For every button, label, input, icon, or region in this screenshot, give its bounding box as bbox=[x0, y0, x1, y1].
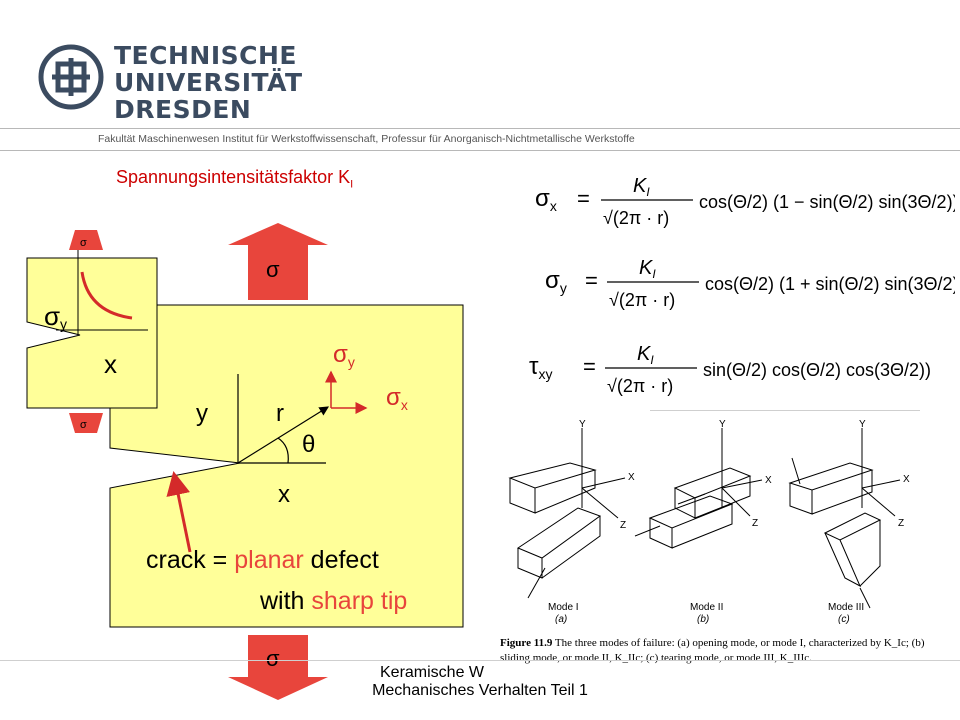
mode3-axis-z: Z bbox=[898, 518, 904, 529]
inset-label-x: x bbox=[104, 349, 117, 379]
top-arrow-sigma: σ bbox=[266, 257, 280, 282]
crack-pointer bbox=[166, 471, 192, 553]
faculty-line: Fakultät Maschinenwesen Institut für Wer… bbox=[98, 133, 635, 145]
mode-3-drawing bbox=[788, 428, 901, 609]
svg-text:KI: KI bbox=[639, 257, 656, 281]
logo-line-2: UNIVERSITÄT bbox=[114, 68, 303, 97]
mode-2-drawing bbox=[634, 428, 763, 549]
figure-top-rule bbox=[650, 410, 920, 411]
sigma-y-label: σy bbox=[333, 341, 355, 370]
label-y: y bbox=[196, 400, 208, 427]
logo-line-3: DRESDEN bbox=[114, 95, 252, 124]
svg-text:τxy: τxy bbox=[529, 353, 552, 382]
svg-text:σy: σy bbox=[545, 267, 567, 296]
mode2-sub: (b) bbox=[697, 614, 709, 625]
failure-modes-figure: Y X Z Y X Z Y X Z Mode I (a) Mode II (b)… bbox=[508, 419, 910, 625]
mode2-label: Mode II bbox=[690, 602, 723, 613]
mode2-axis-y: Y bbox=[719, 419, 726, 430]
tip-text: with sharp tip bbox=[259, 587, 407, 615]
svg-text:=: = bbox=[583, 354, 596, 379]
svg-text:√(2π · r): √(2π · r) bbox=[603, 208, 669, 228]
svg-text:√(2π · r): √(2π · r) bbox=[609, 290, 675, 310]
mode3-label: Mode III bbox=[828, 602, 864, 613]
footer: Keramische W Mechanisches Verhalten Teil… bbox=[340, 664, 620, 700]
footer-line-1: Keramische W bbox=[380, 664, 485, 681]
svg-text:sin(Θ/2) cos(Θ/2) cos(3Θ/2)): sin(Θ/2) cos(Θ/2) cos(3Θ/2)) bbox=[703, 360, 931, 380]
footer-divider bbox=[0, 660, 960, 661]
figure-caption-text: The three modes of failure: (a) opening … bbox=[500, 637, 925, 664]
figure-caption: Figure 11.9 The three modes of failure: … bbox=[500, 636, 948, 666]
logo-line-1: TECHNISCHE bbox=[114, 41, 297, 70]
svg-text:KI: KI bbox=[633, 175, 650, 199]
tu-dresden-logo: TECHNISCHE UNIVERSITÄT DRESDEN bbox=[38, 42, 302, 123]
figure-caption-label: Figure 11.9 bbox=[500, 637, 553, 649]
inset-specimen bbox=[26, 257, 158, 409]
mode3-sub: (c) bbox=[838, 614, 850, 625]
formula-sigma-y: σy = KI √(2π · r) cos(Θ/2) (1 + sin(Θ/2)… bbox=[545, 257, 955, 310]
svg-text:σx: σx bbox=[535, 185, 557, 214]
top-stress-arrow bbox=[228, 223, 328, 300]
footer-line-2: Mechanisches Verhalten Teil 1 bbox=[372, 682, 588, 699]
inset-arrow-bottom-sigma: σ bbox=[80, 419, 87, 431]
sigma-x-label: σx bbox=[386, 384, 408, 413]
bottom-arrow-sigma: σ bbox=[266, 646, 280, 671]
slide-title-text: Spannungsintensitätsfaktor K bbox=[116, 167, 351, 187]
crack-diagram: σy x σ σ σ σ y r θ x σy σx crack = plana… bbox=[26, 223, 464, 700]
slide-title-sub: I bbox=[350, 178, 354, 191]
svg-text:cos(Θ/2) (1 + sin(Θ/2) sin(3Θ/: cos(Θ/2) (1 + sin(Θ/2) sin(3Θ/2)) bbox=[705, 274, 955, 294]
tu-dresden-emblem-icon bbox=[38, 44, 104, 110]
inset-arrow-bottom bbox=[69, 413, 103, 433]
label-x: x bbox=[278, 481, 290, 508]
svg-text:=: = bbox=[585, 268, 598, 293]
formulas: σx = KI √(2π · r) cos(Θ/2) (1 − sin(Θ/2)… bbox=[529, 175, 955, 396]
svg-text:cos(Θ/2) (1 − sin(Θ/2) sin(3Θ/: cos(Θ/2) (1 − sin(Θ/2) sin(3Θ/2)) bbox=[699, 192, 955, 212]
mode1-sub: (a) bbox=[555, 614, 567, 625]
theta-arc bbox=[277, 437, 289, 464]
mode2-axis-z: Z bbox=[752, 518, 758, 529]
mode3-axis-x: X bbox=[903, 474, 910, 485]
inset-stress-curve bbox=[80, 271, 133, 320]
slide-title: Spannungsintensitätsfaktor KI bbox=[116, 167, 353, 191]
radius-line bbox=[237, 406, 330, 464]
mode1-axis-z: Z bbox=[620, 520, 626, 531]
mode-1-drawing bbox=[508, 428, 626, 599]
formula-sigma-x: σx = KI √(2π · r) cos(Θ/2) (1 − sin(Θ/2)… bbox=[535, 175, 955, 228]
mode3-axis-y: Y bbox=[859, 419, 866, 430]
svg-text:=: = bbox=[577, 186, 590, 211]
mode1-label: Mode I bbox=[548, 602, 579, 613]
plate-with-crack bbox=[109, 304, 464, 628]
label-theta: θ bbox=[302, 431, 315, 458]
mode1-axis-y: Y bbox=[579, 419, 586, 430]
mode1-axis-x: X bbox=[628, 472, 635, 483]
inset-arrow-top bbox=[69, 230, 103, 250]
inset-arrow-top-sigma: σ bbox=[80, 237, 87, 249]
header-divider-bottom bbox=[0, 150, 960, 151]
mode2-axis-x: X bbox=[765, 475, 772, 486]
inset-sigma-y: σy bbox=[44, 301, 67, 332]
label-r: r bbox=[276, 400, 284, 427]
svg-text:√(2π · r): √(2π · r) bbox=[607, 376, 673, 396]
header-divider bbox=[0, 128, 960, 129]
crack-text: crack = planar defect bbox=[146, 546, 379, 574]
svg-text:KI: KI bbox=[637, 343, 654, 367]
formula-tau-xy: τxy = KI √(2π · r) sin(Θ/2) cos(Θ/2) cos… bbox=[529, 343, 931, 396]
bottom-stress-arrow bbox=[228, 635, 328, 700]
